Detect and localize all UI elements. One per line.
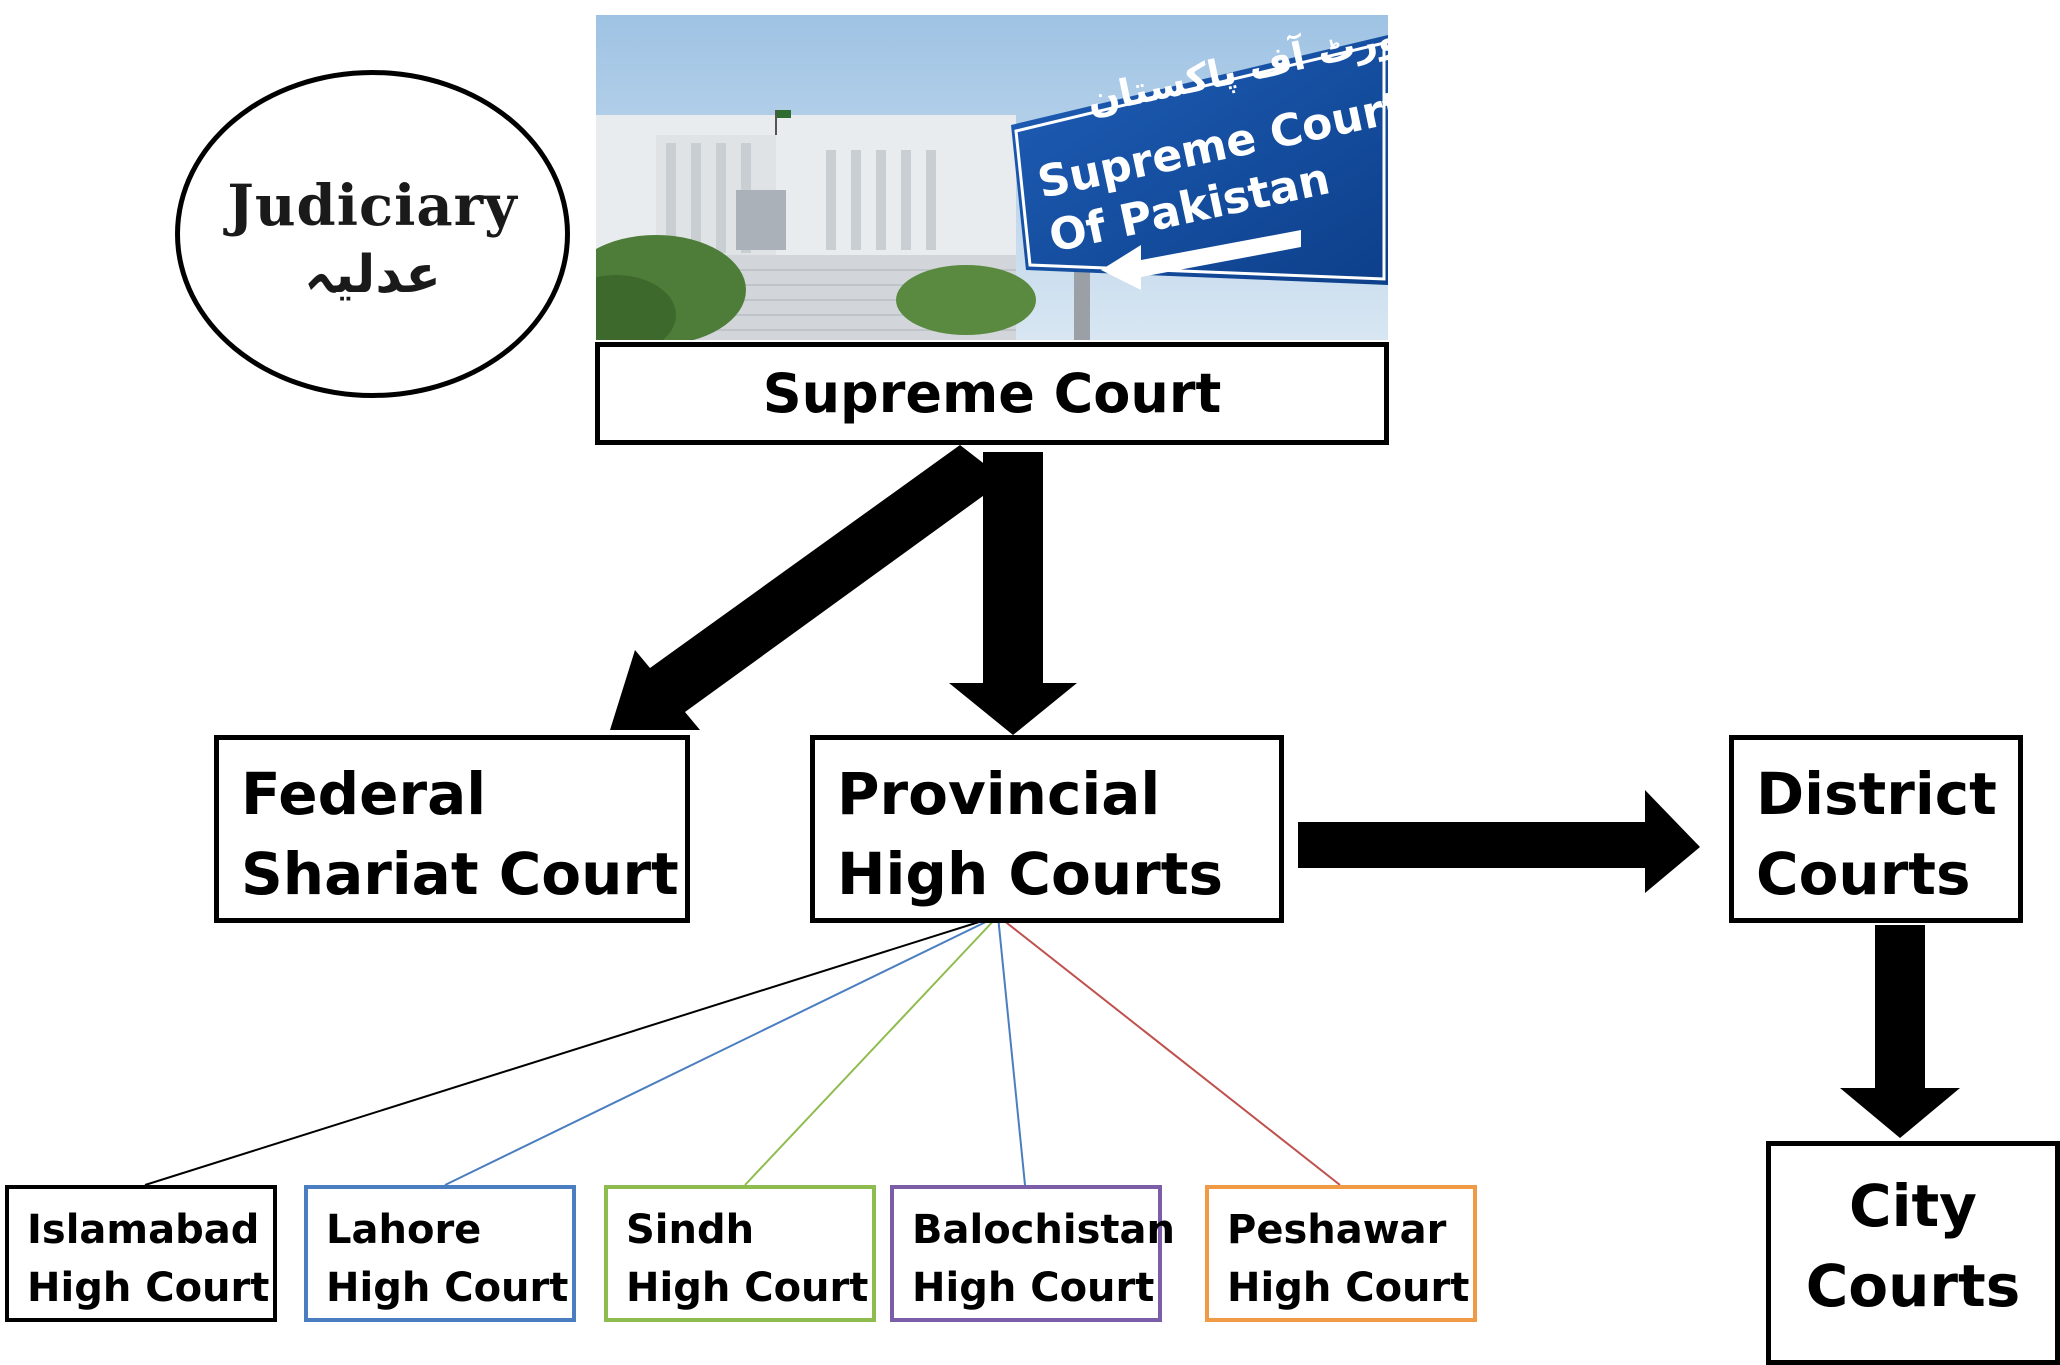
sindh-suffix: High Court (626, 1265, 869, 1311)
arrow-provincial-to-district (1298, 790, 1700, 893)
provincial-line-2: High Courts (837, 840, 1223, 908)
supreme-court-box: Supreme Court (595, 342, 1389, 445)
line-to-lahore (444, 915, 999, 1186)
city-courts-box: City Courts (1766, 1141, 2060, 1365)
balochistan-name: Balochistan (912, 1207, 1175, 1253)
line-to-balochistan (997, 915, 1026, 1186)
district-line-2: Courts (1756, 840, 1971, 908)
arrow-supreme-to-federal (610, 445, 1005, 730)
line-to-islamabad (144, 915, 999, 1186)
judiciary-logo: Judiciary عدلیہ (175, 70, 570, 398)
federal-shariat-court-box: Federal Shariat Court (214, 735, 690, 923)
peshawar-suffix: High Court (1227, 1265, 1470, 1311)
arrow-district-to-city (1840, 925, 1960, 1138)
district-line-1: District (1756, 760, 1997, 828)
line-to-sindh (744, 915, 999, 1186)
city-line-2: Courts (1805, 1252, 2021, 1320)
islamabad-suffix: High Court (27, 1265, 270, 1311)
line-to-peshawar (997, 915, 1341, 1186)
supreme-court-label: Supreme Court (762, 362, 1222, 425)
peshawar-high-court-box: Peshawar High Court (1205, 1185, 1477, 1322)
provincial-line-1: Provincial (837, 760, 1161, 828)
sindh-high-court-box: Sindh High Court (604, 1185, 876, 1322)
lahore-high-court-box: Lahore High Court (304, 1185, 576, 1322)
peshawar-name: Peshawar (1227, 1207, 1447, 1253)
lahore-name: Lahore (326, 1207, 482, 1253)
lahore-suffix: High Court (326, 1265, 569, 1311)
district-courts-box: District Courts (1729, 735, 2023, 923)
supreme-court-photo: سپریم کورٹ آف پاکستان Supreme Court Of P… (596, 15, 1388, 340)
federal-line-2: Shariat Court (241, 840, 679, 908)
left-arrow-icon (1101, 230, 1301, 290)
balochistan-suffix: High Court (912, 1265, 1155, 1311)
city-line-1: City (1849, 1172, 1977, 1240)
balochistan-high-court-box: Balochistan High Court (890, 1185, 1175, 1322)
federal-line-1: Federal (241, 760, 487, 828)
logo-urdu-text: عدلیہ (304, 245, 441, 305)
logo-english-text: Judiciary (227, 173, 518, 239)
provincial-high-courts-box: Provincial High Courts (810, 735, 1284, 923)
islamabad-high-court-box: Islamabad High Court (5, 1185, 277, 1322)
sindh-name: Sindh (626, 1207, 755, 1253)
arrow-supreme-to-provincial (949, 452, 1077, 735)
islamabad-name: Islamabad (27, 1207, 260, 1253)
